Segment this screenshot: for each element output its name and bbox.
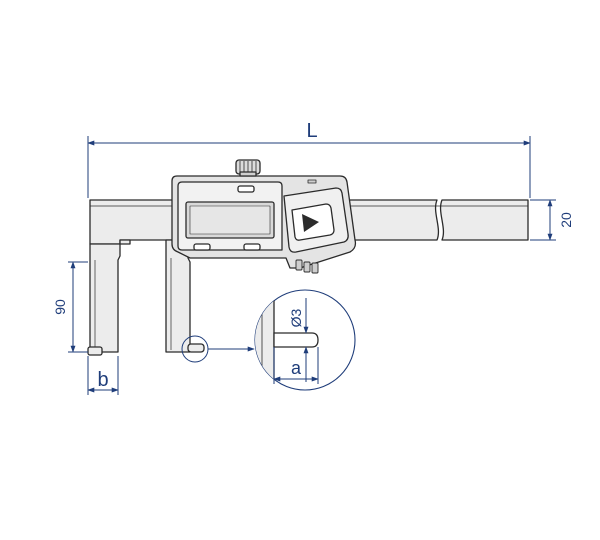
fixed-jaw: [89, 239, 131, 353]
sliding-jaw-pin: [187, 343, 205, 353]
tip-width-label: b: [97, 369, 108, 391]
caliper-beam-end: [439, 199, 529, 241]
height-label: 20: [558, 212, 574, 228]
triangle-right-icon: [302, 214, 319, 232]
length-label: L: [306, 120, 317, 142]
fixed-jaw-pin: [87, 346, 103, 356]
pin-offset-label: a: [291, 358, 302, 378]
lower-left-button: [193, 243, 211, 251]
dimensions: [68, 136, 556, 395]
jaw-depth-label: 90: [52, 299, 68, 315]
detail-pin: [273, 332, 319, 348]
pin-diameter-label: Ø3: [288, 308, 304, 327]
grip-ridges: [295, 259, 319, 274]
detail-view: [254, 289, 356, 391]
top-button: [237, 185, 255, 193]
thumb-wheel: [235, 159, 261, 177]
slider-housing: [171, 159, 357, 274]
lower-right-button: [243, 243, 261, 251]
